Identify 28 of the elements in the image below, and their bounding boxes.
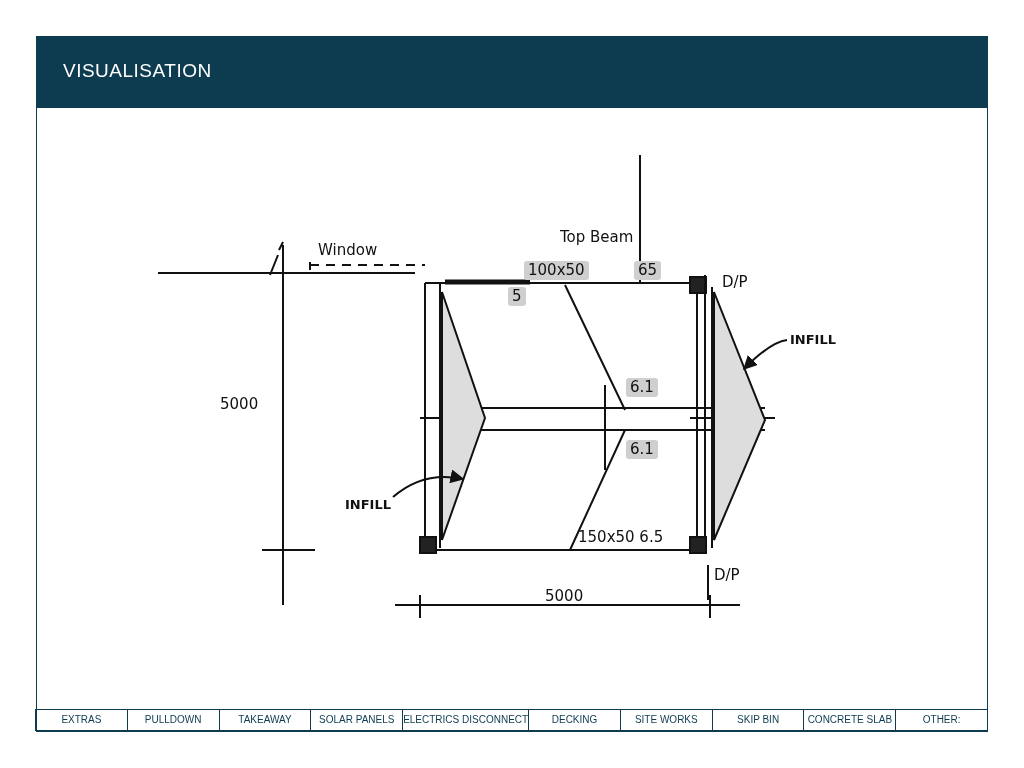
dimension-label: 100x50 [524, 261, 589, 280]
dimension-label: 150x50 6.5 [578, 530, 664, 545]
infill-panel [441, 291, 487, 541]
dimension-label: Window [318, 243, 378, 258]
table-cell: CONCRETE SLAB [803, 709, 897, 731]
dimension-label: D/P [714, 568, 740, 583]
dimension-label: 5000 [545, 589, 584, 604]
dimension-label: 65 [634, 261, 662, 280]
table-cell: SKIP BIN [711, 709, 805, 731]
table-cell: DECKING [528, 709, 621, 731]
table-cell: OTHER: [895, 709, 989, 731]
table-cell: SITE WORKS [619, 709, 713, 731]
dimension-label: 6.1 [626, 440, 658, 459]
table-cell: EXTRAS [35, 709, 128, 731]
table-cell: SOLAR PANELS [310, 709, 404, 731]
table-cell: PULLDOWN [126, 709, 220, 731]
table-cell: ELECTRICS DISCONNECT [402, 709, 530, 731]
dimension-label: 6.1 [626, 378, 658, 397]
dimension-label: Top Beam [560, 230, 634, 245]
leader-line [743, 339, 788, 370]
dimension-label: 5000 [220, 397, 259, 412]
infill-panel [713, 291, 767, 541]
table-cell: TAKEAWAY [218, 709, 312, 731]
callout-label: INFILL [790, 333, 836, 346]
title: VISUALISATION [63, 60, 212, 82]
dimension-label: 5 [508, 287, 526, 306]
leader-line [392, 469, 465, 498]
callout-label: INFILL [345, 498, 391, 511]
